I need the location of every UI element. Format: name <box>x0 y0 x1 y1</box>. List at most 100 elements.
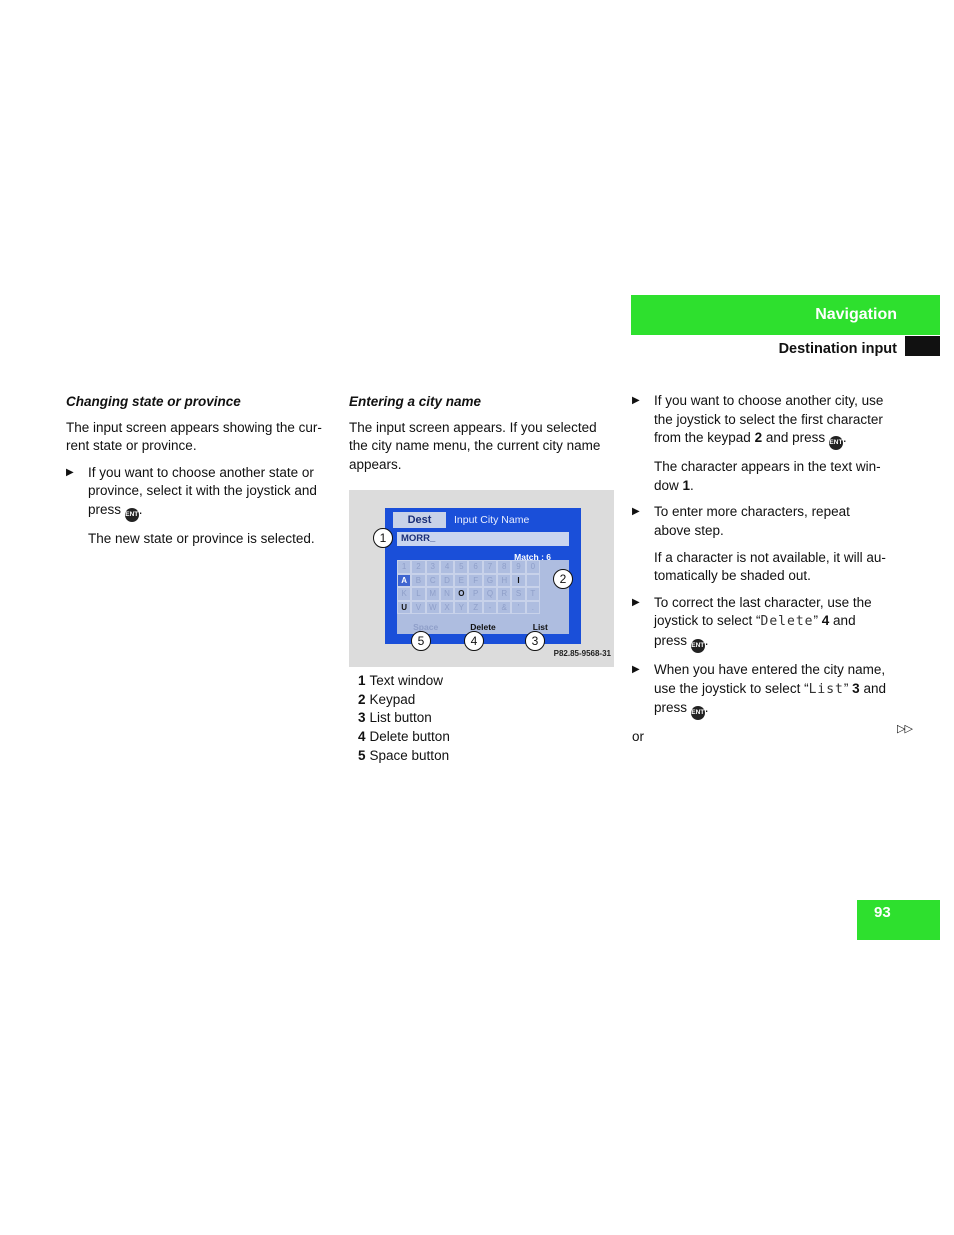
callout-4: 4 <box>464 631 484 651</box>
bullet-icon: ▶ <box>66 466 74 478</box>
continue-icon: ▷▷ <box>897 723 913 735</box>
delete-button: Delete <box>470 622 496 632</box>
bullet-choose-state: ▶ If you want to choose another state or… <box>66 464 336 522</box>
legend-number: 3 <box>358 710 366 726</box>
text-line: and <box>833 613 856 629</box>
figure-id: P82.85-9568-31 <box>553 649 611 659</box>
text-line: dow <box>654 477 679 493</box>
key: D <box>439 573 455 587</box>
bullet-more-characters: ▶ To enter more characters, repeat above… <box>632 503 912 540</box>
key-available: O <box>454 587 469 601</box>
text-line: If a character is not available, it will… <box>654 549 886 565</box>
key: Q <box>482 587 498 601</box>
text-line: and press <box>765 430 826 446</box>
text-line: The input screen appears. If you selecte… <box>349 419 597 435</box>
tab-dest: Dest <box>393 512 446 528</box>
key: 2 <box>411 560 426 574</box>
legend-text: List button <box>369 710 432 726</box>
key: 8 <box>497 560 512 574</box>
column-city-name: Entering a city name The input screen ap… <box>349 393 615 474</box>
legend-number: 5 <box>358 747 366 763</box>
key: 9 <box>511 560 526 574</box>
text-line: joystick to select “ <box>654 613 761 629</box>
note-character-appears: The character appears in the text win- d… <box>654 459 881 493</box>
text-line: from the keypad <box>654 430 751 446</box>
text-line: use the joystick to select “ <box>654 680 809 696</box>
key: X <box>439 600 455 614</box>
ent-button-icon: ENT <box>690 706 705 721</box>
text-line: above step. <box>654 522 724 538</box>
ref-number: 2 <box>754 430 763 446</box>
key: 0 <box>525 560 540 574</box>
bullet-correct-character: ▶ To correct the last character, use the… <box>632 594 912 653</box>
text-line: When you have entered the city name, <box>654 661 886 677</box>
ref-number: 4 <box>821 613 830 629</box>
text-line: If you want to choose another city, use <box>654 393 884 408</box>
ent-button-icon: ENT <box>690 638 705 653</box>
text-line: press <box>88 501 122 517</box>
ent-button-icon: ENT <box>828 436 843 451</box>
key-available: U <box>397 600 412 614</box>
heading-changing-state: Changing state or province <box>66 394 241 409</box>
key: W <box>425 600 440 614</box>
column-state-province: Changing state or province The input scr… <box>66 393 336 549</box>
paragraph-intro: The input screen appears showing the cur… <box>66 419 336 456</box>
result-state-selected: The new state or province is selected. <box>88 530 315 546</box>
section-title: Navigation <box>815 305 897 323</box>
ref-number: 1 <box>682 477 691 493</box>
bullet-icon: ▶ <box>632 395 640 406</box>
callout-5: 5 <box>411 631 431 651</box>
section-tab-navigation: Navigation <box>631 295 940 335</box>
text-line: the city name menu, the current city nam… <box>349 438 601 454</box>
key: P <box>468 587 483 601</box>
legend-number: 4 <box>358 729 366 745</box>
bullet-icon: ▶ <box>632 506 640 518</box>
key: & <box>497 600 512 614</box>
heading-entering-city: Entering a city name <box>349 394 482 409</box>
text-line: the joystick to select the first charact… <box>654 411 883 427</box>
callout-3: 3 <box>525 631 545 651</box>
text-line: The input screen appears showing the cur… <box>66 419 322 435</box>
key: 3 <box>425 560 440 574</box>
key: 5 <box>454 560 469 574</box>
legend-text: Text window <box>369 673 444 688</box>
text-line: and <box>863 680 886 696</box>
legend-number: 2 <box>358 691 366 707</box>
bullet-choose-city: ▶ If you want to choose another city, us… <box>632 392 912 451</box>
legend-text: Keypad <box>369 691 416 707</box>
legend-text: Space button <box>369 747 450 763</box>
key-selected: A <box>397 573 412 587</box>
key: Z <box>468 600 483 614</box>
key: R <box>497 587 512 601</box>
text-line: ” <box>813 613 819 629</box>
text-line: province, select it with the joystick an… <box>88 483 317 499</box>
key: 1 <box>397 560 412 574</box>
bullet-select-list: ▶ When you have entered the city name, u… <box>632 661 912 721</box>
key: E <box>454 573 469 587</box>
key: H <box>497 573 512 587</box>
thumb-index-marker <box>905 336 940 356</box>
space-button: Space <box>413 622 439 632</box>
note-shaded-out: If a character is not available, it will… <box>632 549 912 586</box>
text-line: If you want to choose another state or <box>88 464 314 480</box>
page-number: 93 <box>857 900 940 940</box>
display-text-delete: Delete <box>760 614 814 630</box>
key: S <box>511 587 526 601</box>
legend-text: Delete button <box>369 729 450 745</box>
display-text-list: List <box>808 681 844 697</box>
text-line: appears. <box>349 456 402 472</box>
text-window: MORR_ <box>397 532 569 546</box>
text-line: To enter more characters, repeat <box>654 504 850 520</box>
or-line: or <box>632 729 645 745</box>
list-button: List <box>532 622 548 632</box>
text-line: The character appears in the text win- <box>654 459 881 475</box>
